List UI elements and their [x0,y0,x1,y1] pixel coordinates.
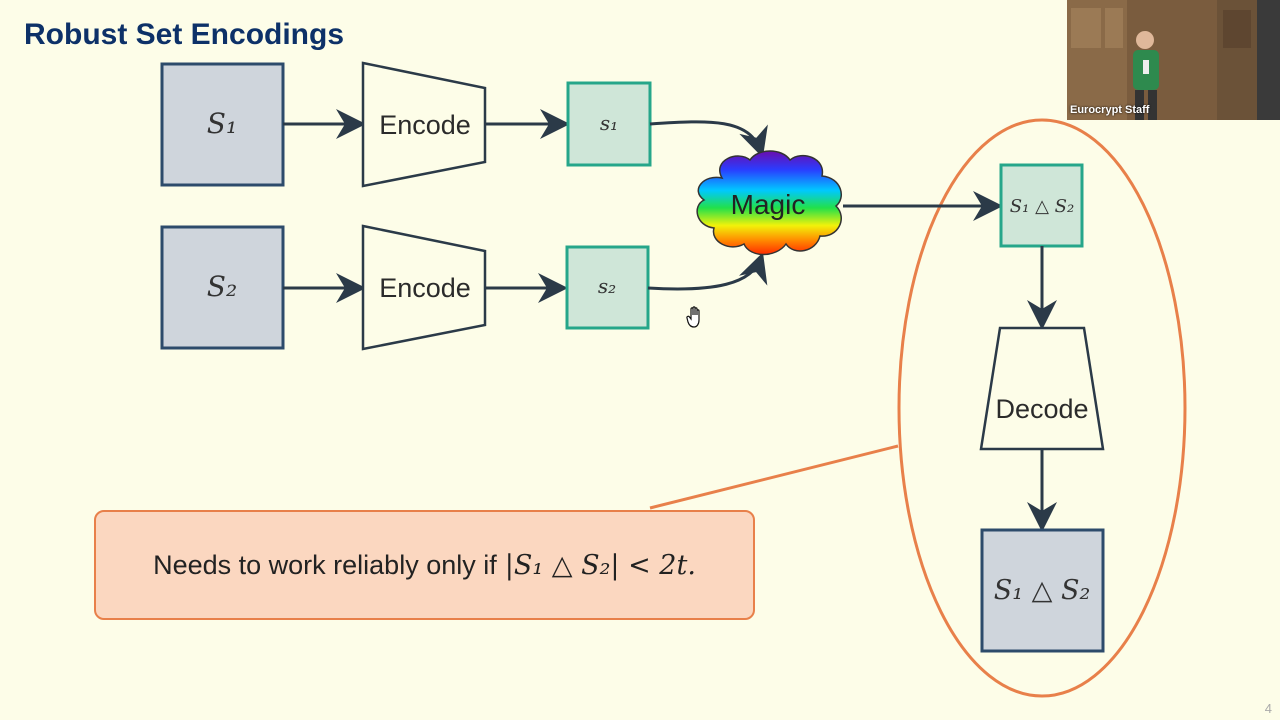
condition-note: Needs to work reliably only if |S₁ △ S₂|… [94,510,755,620]
set2-label: S₂ [207,270,237,303]
magic-label: Magic [731,189,806,220]
encoder1-label: Encode [379,110,471,140]
set1-box [160,62,285,187]
sketch1-box [566,81,652,167]
speaker-video-frame [1067,0,1280,120]
set2-box [160,225,285,350]
sketch2-label: s₂ [598,274,616,298]
encoder1-trapezoid [361,61,487,188]
result-label: S₁ △ S₂ [994,575,1091,606]
speaker-video-caption: Eurocrypt Staff [1070,104,1150,116]
magic-cloud [696,150,842,256]
condition-note-text: Needs to work reliably only if [153,549,497,580]
encoder2-label: Encode [379,273,471,303]
diff-sketch-label: S₁ △ S₂ [1010,196,1074,217]
highlight-connector [649,444,899,510]
highlight-ellipse [897,118,1187,698]
slide-title: Robust Set Encodings [24,18,345,51]
arrow-sketch2-magic [647,252,768,291]
hand-cursor-icon [686,306,700,328]
sketch2-box [565,245,650,330]
sketch1-label: s₁ [600,111,618,135]
result-box [980,528,1105,653]
set1-label: S₁ [207,107,237,140]
decoder-label: Decode [995,394,1088,424]
speaker-head [1136,31,1154,49]
speaker-video: Eurocrypt Staff [1067,0,1280,120]
decoder-trapezoid [979,326,1105,451]
encoder2-trapezoid [361,224,487,351]
arrow-sketch1-magic [649,120,768,158]
condition-note-math: |S₁ △ S₂| < 2t. [504,549,696,581]
page-number: 4 [1264,701,1272,716]
